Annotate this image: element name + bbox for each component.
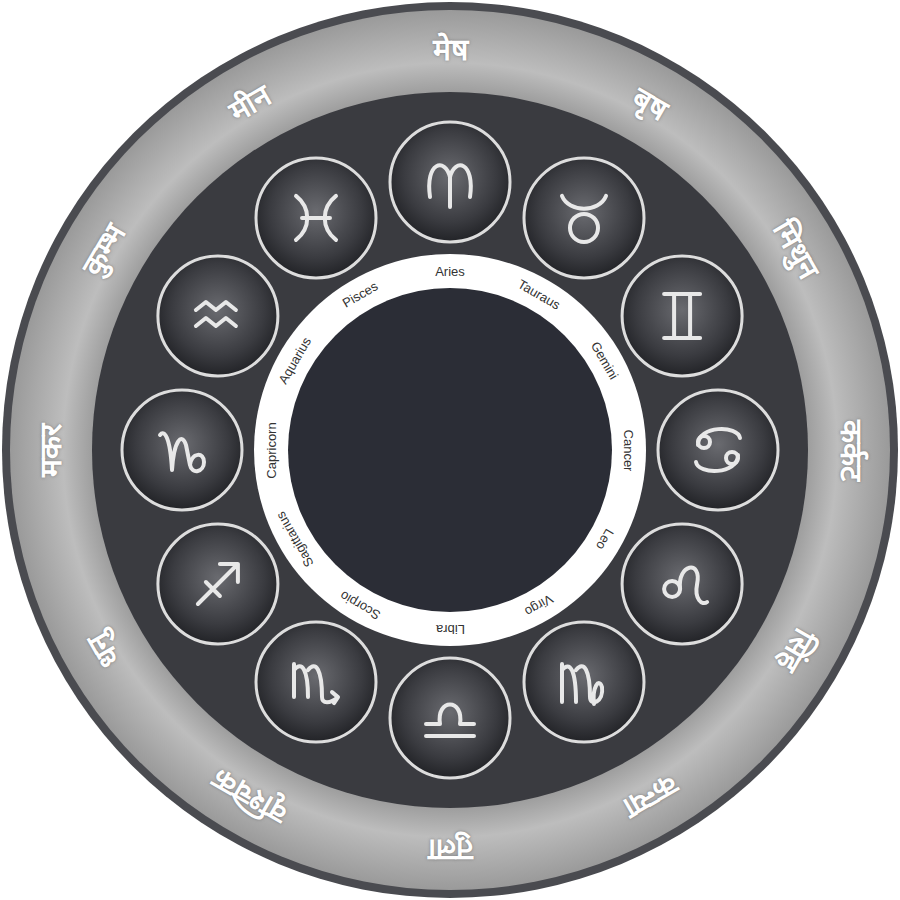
- name-band: [10, 10, 890, 890]
- english-sign-name: Cancer: [622, 429, 635, 471]
- hindi-sign-name: तुला: [428, 835, 473, 865]
- english-ring: [254, 254, 646, 646]
- virgo-sign: [524, 622, 644, 742]
- gemini-sign: [622, 256, 742, 376]
- aquarius-sign: [158, 256, 278, 376]
- hindi-sign-name: कर्कट: [835, 420, 865, 481]
- english-sign-name: Libra: [436, 623, 465, 636]
- pisces-sign: [256, 158, 376, 278]
- sagittarius-sign: [158, 524, 278, 644]
- capricorn-sign: [122, 390, 242, 510]
- center-disc: [288, 288, 612, 612]
- cancer-sign: [658, 390, 778, 510]
- libra-sign: [390, 658, 510, 778]
- english-sign-name: Aries: [435, 265, 465, 278]
- english-sign-name: Capricorn: [264, 422, 277, 478]
- hindi-sign-name: मकर: [35, 424, 65, 477]
- hindi-sign-name: मेष: [433, 35, 468, 65]
- leo-sign: [622, 524, 742, 644]
- aries-sign: [390, 122, 510, 242]
- sign-band: [92, 92, 808, 808]
- taurus-sign: [524, 158, 644, 278]
- scorpio-sign: [256, 622, 376, 742]
